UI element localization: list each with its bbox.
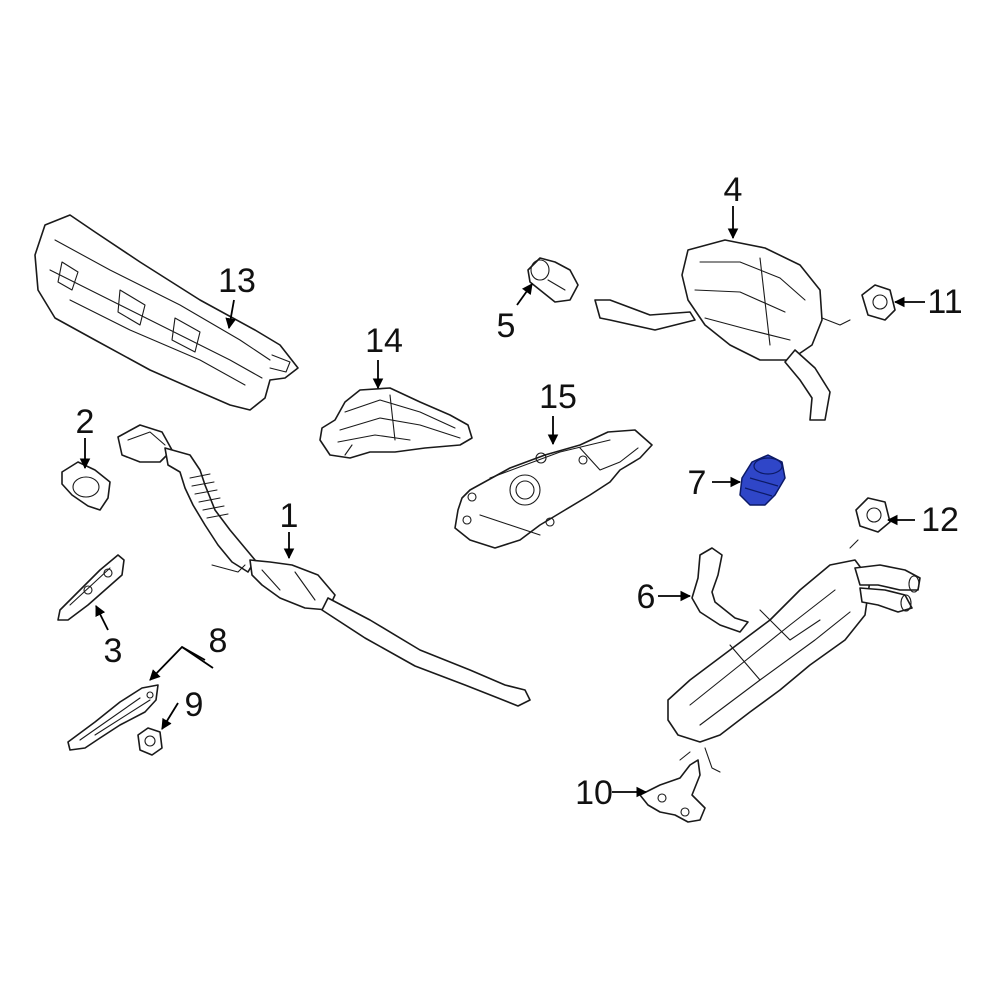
part-2-gasket[interactable]: [61, 461, 111, 511]
part-7-sleeve-highlighted[interactable]: [739, 454, 786, 506]
callout-4: 4: [724, 171, 743, 209]
callout-13: 13: [218, 262, 256, 300]
callout-12: 12: [921, 501, 959, 539]
leader-lines: [79, 206, 925, 798]
part-5-clamp[interactable]: [527, 257, 579, 303]
part-6-muffler-assembly[interactable]: [667, 539, 921, 773]
callout-15: 15: [539, 378, 577, 416]
part-13-heat-shield[interactable]: [34, 214, 299, 411]
part-3-bracket[interactable]: [57, 554, 125, 621]
callout-1: 1: [280, 497, 299, 535]
callout-2: 2: [76, 403, 95, 441]
callout-14: 14: [365, 322, 403, 360]
callout-9: 9: [185, 686, 204, 724]
part-8-bracket[interactable]: [67, 684, 159, 751]
callout-3: 3: [104, 632, 123, 670]
callout-labels: 1 2 3 4 5 6 7 8 9 10 11 12 13 14 15: [76, 171, 963, 812]
part-14-heat-shield[interactable]: [319, 387, 473, 459]
callout-5: 5: [497, 307, 516, 345]
part-10-bracket[interactable]: [639, 751, 706, 823]
callout-6: 6: [637, 578, 656, 616]
callout-11: 11: [927, 283, 962, 321]
callout-8: 8: [209, 622, 228, 660]
part-1-converter-and-pipe[interactable]: [117, 424, 531, 707]
part-11-insulator[interactable]: [861, 284, 896, 321]
callout-10: 10: [575, 774, 613, 812]
part-15-heat-shield[interactable]: [454, 429, 653, 549]
part-12-insulator[interactable]: [855, 497, 891, 533]
part-9-insulator[interactable]: [137, 727, 163, 756]
part-4-muffler[interactable]: [594, 239, 851, 421]
callout-7: 7: [688, 464, 707, 502]
